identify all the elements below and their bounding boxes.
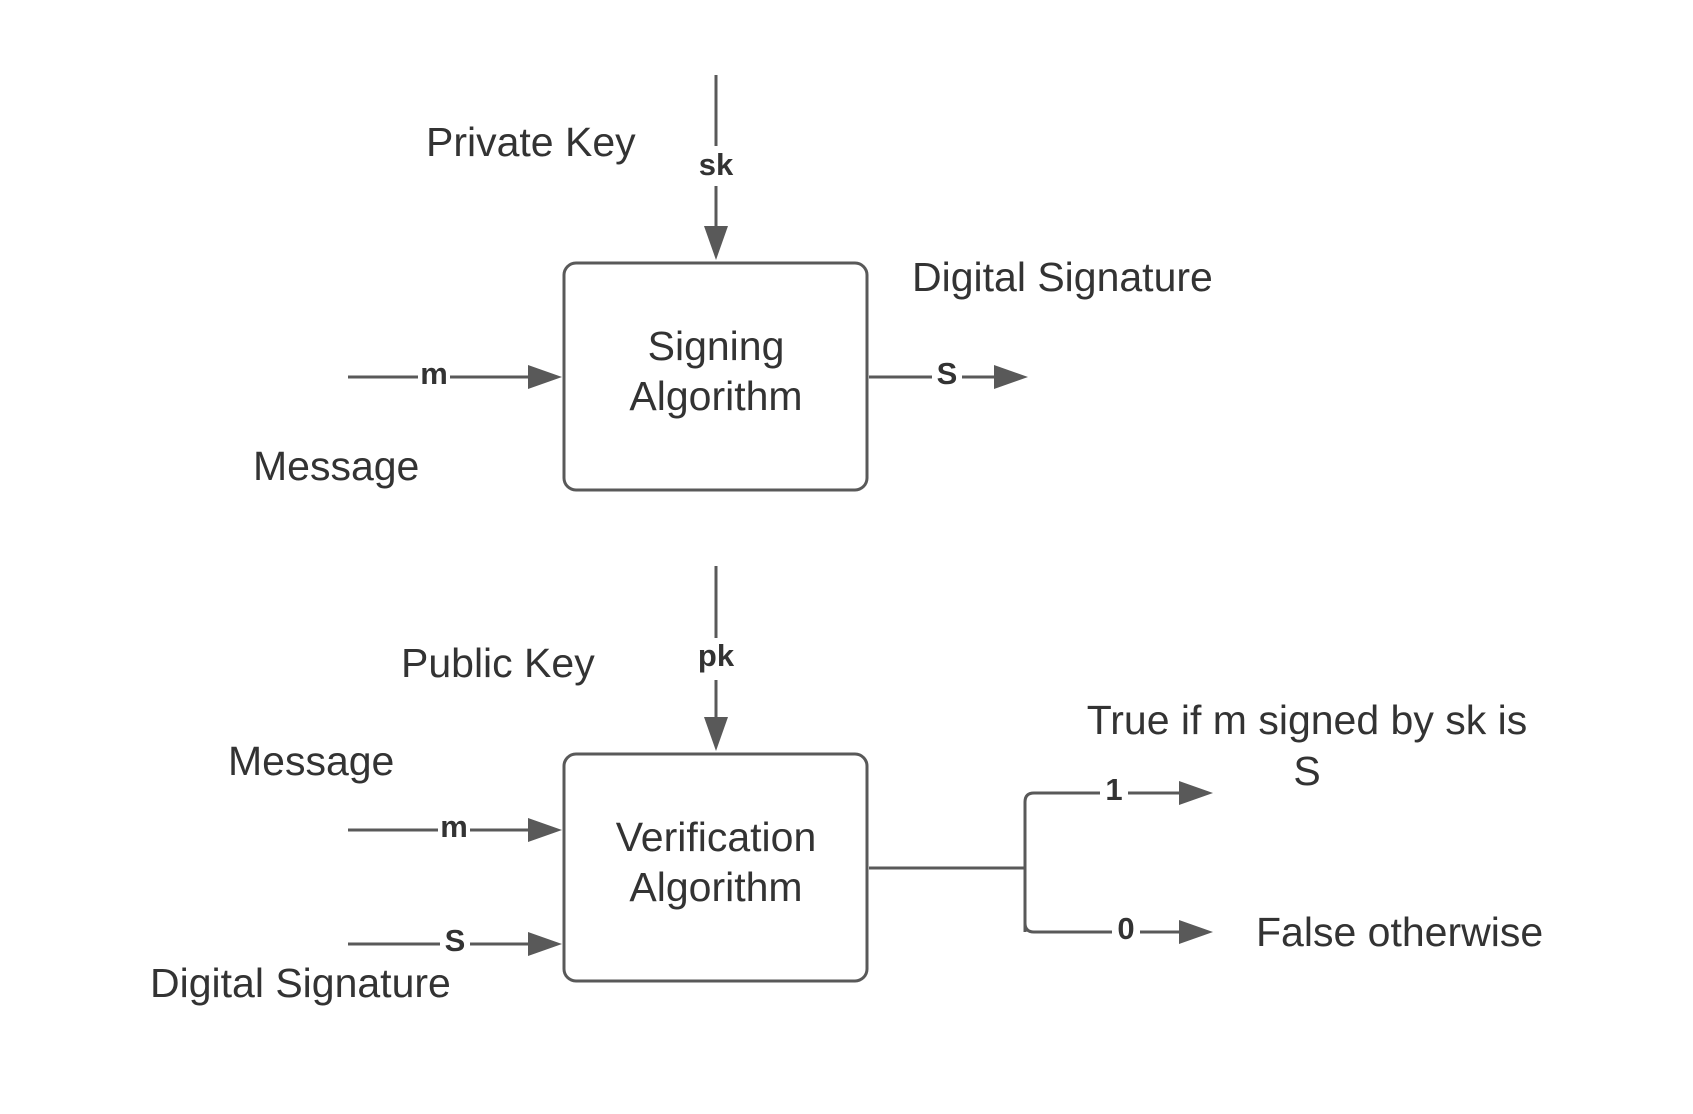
signing-algorithm-title-line2: Algorithm [629,373,802,419]
signing-algorithm-box [562,261,869,492]
signing-key-label: sk [699,147,734,182]
signing-output-label: S [937,356,958,391]
signing-message-caption: Message [253,443,419,489]
verification-signature-arrow: S [348,923,562,961]
verification-algorithm-box [562,752,869,983]
verification-true-caption-line1: True if m signed by sk is [1087,697,1528,743]
verification-output-connector [869,791,1185,934]
signing-output-arrow: S [869,356,1028,394]
verification-message-label: m [440,809,468,844]
verification-signature-caption: Digital Signature [150,960,451,1006]
verification-false-arrow: 0 [1112,911,1213,949]
signing-output-caption: Digital Signature [912,254,1213,300]
verification-message-arrow: m [348,809,562,847]
private-key-caption: Private Key [426,119,636,165]
verification-true-arrow: 1 [1100,772,1213,810]
verification-algorithm-title-line2: Algorithm [629,864,802,910]
signing-message-label: m [420,356,448,391]
verification-true-caption-line2: S [1293,748,1320,794]
signing-section: sk Private Key Signing Algorithm m Messa… [253,75,1213,492]
public-key-caption: Public Key [401,640,595,686]
verification-signature-label: S [445,923,466,958]
verification-key-label: pk [698,638,735,673]
verification-section: pk Public Key Verification Algorithm m M… [150,566,1543,1006]
signing-algorithm-title-line1: Signing [648,323,785,369]
verification-false-label: 0 [1117,911,1134,946]
verification-message-caption: Message [228,738,394,784]
verification-false-caption: False otherwise [1256,909,1543,955]
verification-key-arrow: pk [690,566,742,751]
verification-true-label: 1 [1105,772,1122,807]
verification-algorithm-title-line1: Verification [616,814,817,860]
signing-message-arrow: m [348,356,562,394]
signing-key-arrow: sk [693,75,739,260]
